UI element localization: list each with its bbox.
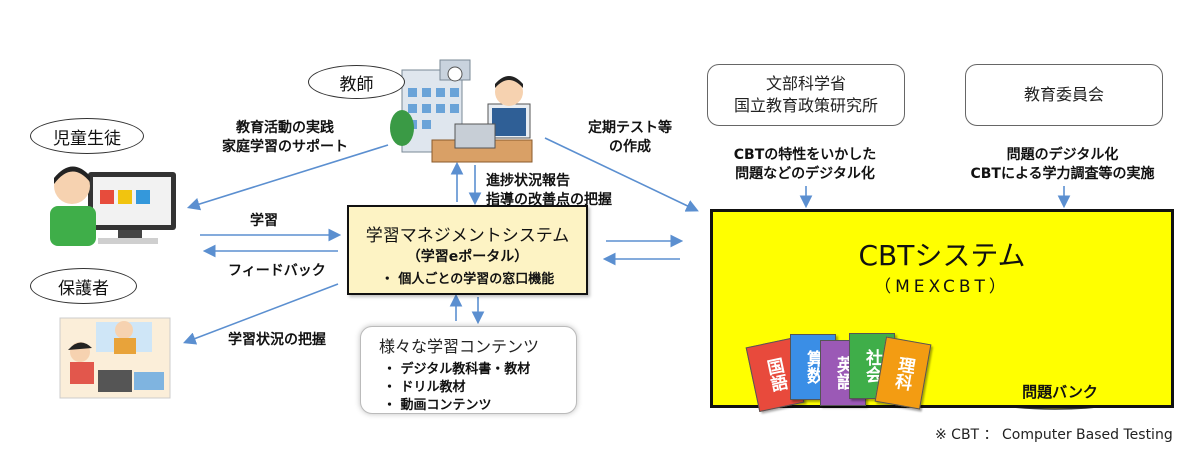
lms-feature: ・ 個人ごとの学習の窓口機能 — [380, 272, 555, 287]
cbt-title: CBTシステム — [858, 239, 1026, 272]
question-bank-label: 問題バンク — [1022, 383, 1098, 401]
teacher-label: 教師 — [339, 74, 374, 95]
lms-subtitle: （学習eポータル） — [406, 249, 529, 265]
arrow-teacher-to-student — [186, 144, 389, 211]
contents-item: ・ ドリル教材 — [383, 380, 466, 395]
progress-report-label: 進捗状況報告 指導の改善点の把握 — [486, 173, 612, 208]
teacher-illustration — [390, 59, 533, 163]
arrow-status-to-guardian — [183, 283, 339, 345]
guardian-illustration — [59, 317, 171, 399]
contents-item: ・ 動画コンテンツ — [383, 398, 492, 413]
status-label: 学習状況の把握 — [228, 332, 326, 348]
mext-flow-label: CBTの特性をいかした 問題などのデジタル化 — [733, 147, 877, 182]
board-of-education-box: 教育委員会 — [965, 64, 1163, 126]
arrow-teacher-to-cbt — [544, 137, 699, 212]
board-label: 教育委員会 — [1023, 85, 1104, 104]
contents-item: ・ デジタル教科書・教材 — [383, 362, 531, 377]
student-illustration — [50, 166, 176, 246]
contents-title: 様々な学習コンテンツ — [379, 337, 540, 356]
mext-line1: 文部科学省 — [765, 74, 846, 93]
learning-contents-box: 様々な学習コンテンツ ・ デジタル教科書・教材 ・ ドリル教材 ・ 動画コンテン… — [360, 326, 577, 414]
lms-title: 学習マネジメントシステム — [365, 226, 570, 246]
teacher-oval: 教師 — [308, 65, 405, 99]
board-flow-label: 問題のデジタル化 CBTによる学力調査等の実施 — [970, 147, 1155, 182]
guardian-label: 保護者 — [58, 278, 109, 299]
mext-line2: 国立教育政策研究所 — [733, 96, 878, 115]
periodic-test-label: 定期テスト等 の作成 — [588, 120, 672, 155]
learning-management-system-box: 学習マネジメントシステム （学習eポータル） ・ 個人ごとの学習の窓口機能 — [347, 205, 588, 295]
feedback-label: フィードバック — [228, 263, 326, 279]
guardian-oval: 保護者 — [30, 268, 137, 304]
footnote: ※ CBT ： Computer Based Testing — [935, 427, 1173, 443]
teacher-to-student-label: 教育活動の実践 家庭学習のサポート — [222, 120, 348, 155]
mext-box: 文部科学省 国立教育政策研究所 — [707, 64, 905, 126]
student-label: 児童生徒 — [53, 128, 121, 149]
student-oval: 児童生徒 — [30, 118, 144, 154]
cbt-subtitle: （MEXCBT） — [874, 277, 1010, 297]
learning-label: 学習 — [250, 213, 278, 229]
